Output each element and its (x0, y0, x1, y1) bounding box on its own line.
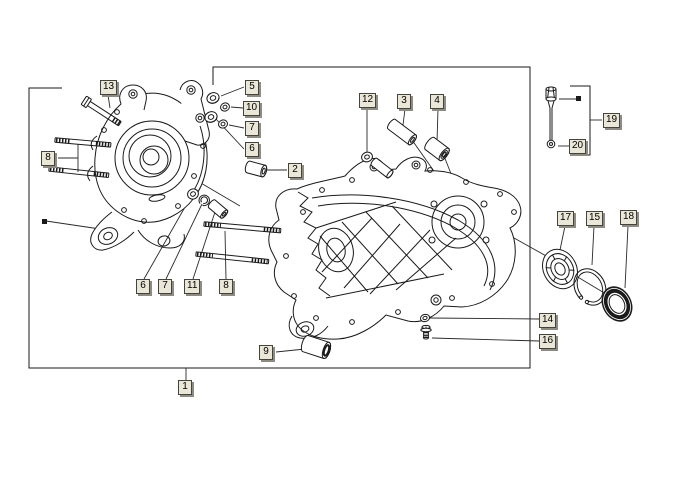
callout-6a-box[interactable]: 6 (245, 142, 259, 157)
part-12-pin-icon (361, 151, 394, 179)
part-20-seal-washer-icon (546, 139, 556, 149)
callout-20-box[interactable]: 20 (569, 139, 587, 154)
callout-10-box[interactable]: 10 (243, 101, 261, 116)
part-8-stud-icon (54, 137, 112, 148)
leader-line (220, 86, 245, 97)
callout-16-box[interactable]: 16 (539, 334, 557, 349)
leader-line (402, 108, 406, 126)
part-16-drain-plug-icon (420, 324, 432, 340)
callout-3-box[interactable]: 3 (397, 94, 411, 109)
part-8-stud-icon (195, 251, 270, 265)
part-4-bushing-icon (424, 136, 450, 162)
part-18-oil-seal-icon (601, 286, 633, 322)
leader-anchor-square (42, 219, 47, 224)
part-9-bushing-icon (300, 335, 332, 360)
part-19-bracket (570, 85, 591, 156)
callout-12-box[interactable]: 12 (359, 93, 377, 108)
part-14-washer-icon (419, 313, 431, 323)
leader-line (428, 317, 540, 320)
callout-17-box[interactable]: 17 (557, 211, 575, 226)
part-13-hex-bolt-icon (80, 95, 122, 127)
callout-7b-box[interactable]: 7 (158, 279, 172, 294)
leader-anchor-markers (42, 96, 581, 224)
part-19-bracket-line (570, 85, 591, 156)
leader-line (165, 203, 203, 280)
callout-19-box[interactable]: 19 (603, 113, 621, 128)
part-3-spacer-tube-icon (387, 118, 417, 146)
part-2-bushing-icon (244, 160, 268, 178)
part-7-washer-icon (218, 119, 228, 129)
callout-8a-box[interactable]: 8 (41, 151, 55, 166)
part-17-ball-bearing-icon (542, 248, 578, 290)
part-5-hex-nut-icon (206, 92, 220, 104)
callout-11-box[interactable]: 11 (184, 279, 201, 294)
leader-line (431, 337, 540, 342)
callout-18-box[interactable]: 18 (620, 210, 638, 225)
callout-6b-box[interactable]: 6 (136, 279, 150, 294)
assembly-frame-outline (28, 66, 531, 369)
leader-line (45, 220, 101, 230)
part-6-hex-nut-icon (204, 111, 218, 123)
leader-line (436, 108, 439, 143)
front-crankcase-half-art (87, 80, 210, 251)
part-8-stud-icon (203, 221, 282, 234)
callout-14-box[interactable]: 14 (539, 313, 557, 328)
leader-line (107, 94, 111, 109)
part-19-dipstick-icon (545, 86, 557, 149)
leader-line (230, 106, 244, 109)
leader-line (591, 225, 595, 266)
leader-line (228, 124, 245, 129)
callout-8b-box[interactable]: 8 (219, 279, 233, 294)
part-15-circlip-icon (573, 268, 607, 306)
callout-9-box[interactable]: 9 (259, 345, 273, 360)
callout-13-box[interactable]: 13 (100, 80, 118, 95)
leader-line (275, 348, 306, 353)
part-8-stud-icon (48, 166, 110, 178)
rear-crankcase-half-art (268, 156, 522, 340)
callout-1-box[interactable]: 1 (178, 380, 192, 395)
leader-anchor-square (576, 96, 581, 101)
callout-7a-box[interactable]: 7 (245, 121, 259, 136)
part-10-washer-icon (220, 102, 230, 112)
leader-line (559, 225, 566, 251)
callout-4-box[interactable]: 4 (430, 94, 444, 109)
part-7-circlip-icon (198, 194, 210, 207)
assembly-frame (28, 66, 531, 369)
part-6-washer-icon (187, 188, 199, 200)
part-11-dowel-pin-icon (207, 199, 229, 219)
callout-5-box[interactable]: 5 (245, 80, 259, 95)
callout-2-box[interactable]: 2 (288, 163, 302, 178)
leader-line (143, 199, 190, 280)
leader-line (624, 225, 629, 289)
callout-15-box[interactable]: 15 (586, 211, 604, 226)
